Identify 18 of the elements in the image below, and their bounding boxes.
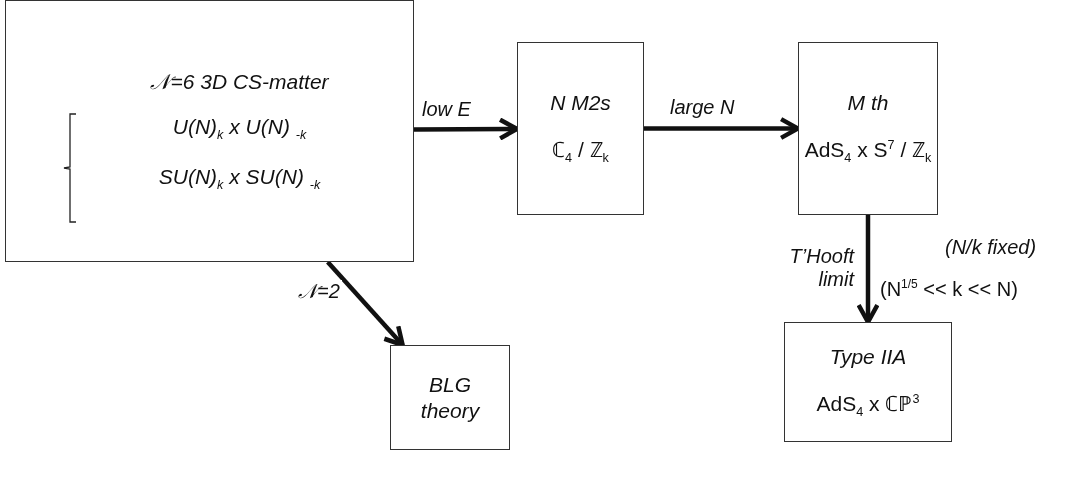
text-box — [798, 42, 938, 215]
node-formula: U(N)$_{k}$ x U(N) $_{-k}$ — [172, 114, 307, 144]
condition-note: (N/k fixed) — [945, 236, 1037, 259]
node-formula: SU(N)$_{k}$ x SU(N) $_{-k}$ — [158, 163, 321, 193]
node-formula: AdS$_{4}$ x ℂℙ$^{3}$ — [816, 390, 920, 421]
text-box — [5, 0, 414, 262]
node-title: Type IIA — [829, 343, 907, 369]
text-box — [784, 322, 952, 442]
node-formula: AdS$_{4}$ x S$^{7}$ / ℤ$_{k}$ — [804, 137, 932, 167]
node-formula: ℂ$_{4}$ / ℤ$_{k}$ — [552, 137, 609, 167]
node-title: M th — [847, 90, 889, 116]
text-box — [390, 345, 510, 450]
node-title: BLG theory — [419, 372, 481, 423]
condition-note: (N$^{1/5}$ << k << N) — [880, 277, 1018, 301]
node-title: N M2s — [550, 90, 611, 116]
node-title: 𝒩=6 3D CS-matter — [150, 69, 329, 95]
edge-label: large N — [668, 96, 737, 119]
text-box — [517, 42, 644, 215]
